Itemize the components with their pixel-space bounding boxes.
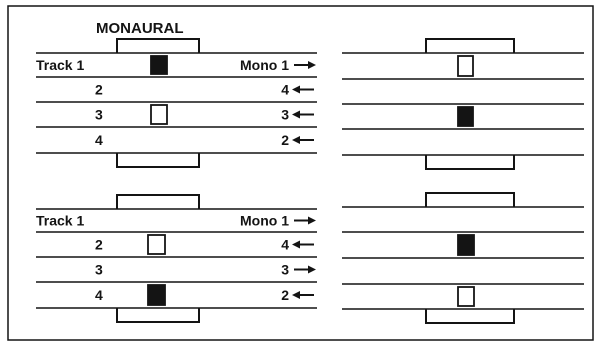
mono-label: 4 xyxy=(281,237,289,253)
panel-bottom-right xyxy=(342,192,584,324)
arrow-right-icon xyxy=(308,61,316,69)
tape-guide-top xyxy=(425,192,515,207)
arrow-left-icon xyxy=(292,85,300,94)
arrow-right-icon xyxy=(308,216,316,225)
head-gap-active xyxy=(147,284,166,306)
head-gap-inactive xyxy=(147,234,166,255)
track-label: 4 xyxy=(95,287,103,303)
panel-bottom-left: Track 1 2 3 4 Mono 1 4 3 2 xyxy=(36,194,317,323)
mono-label: 4 xyxy=(281,82,289,98)
track-label: Track 1 xyxy=(36,57,84,73)
mono-label: 2 xyxy=(281,287,289,303)
arrow-left-icon xyxy=(292,110,300,119)
head-gap-inactive xyxy=(457,286,475,307)
tape-guide-bottom xyxy=(425,155,515,170)
mono-label: Mono 1 xyxy=(240,57,289,73)
panel-top-right xyxy=(342,38,584,170)
tape-guide-bottom xyxy=(116,153,200,168)
mono-label: 2 xyxy=(281,132,289,148)
arrow-left-icon xyxy=(292,136,300,144)
head-gap-active xyxy=(457,106,474,127)
tape-guide-top xyxy=(425,38,515,53)
mono-label: 3 xyxy=(281,107,289,123)
tape-guide-top xyxy=(116,194,200,209)
track-label: 3 xyxy=(95,262,103,278)
track-label: 2 xyxy=(95,82,103,98)
track-label: 4 xyxy=(95,132,103,148)
panel-top-left: Track 1 2 3 4 Mono 1 4 3 2 xyxy=(36,38,317,168)
outer-border xyxy=(7,5,594,341)
track-label: 3 xyxy=(95,107,103,123)
head-gap-active xyxy=(150,55,168,75)
diagram-title: MONAURAL xyxy=(96,20,184,37)
track-label: Track 1 xyxy=(36,213,84,229)
arrow-right-icon xyxy=(308,265,316,274)
track-label: 2 xyxy=(95,237,103,253)
mono-label: Mono 1 xyxy=(240,213,289,229)
tape-guide-bottom xyxy=(116,308,200,323)
head-gap-inactive xyxy=(457,55,474,77)
tape-guide-top xyxy=(116,38,200,53)
arrow-left-icon xyxy=(292,291,300,299)
head-gap-inactive xyxy=(150,104,168,125)
arrow-left-icon xyxy=(292,240,300,249)
head-gap-active xyxy=(457,234,475,256)
mono-label: 3 xyxy=(281,262,289,278)
tape-guide-bottom xyxy=(425,309,515,324)
